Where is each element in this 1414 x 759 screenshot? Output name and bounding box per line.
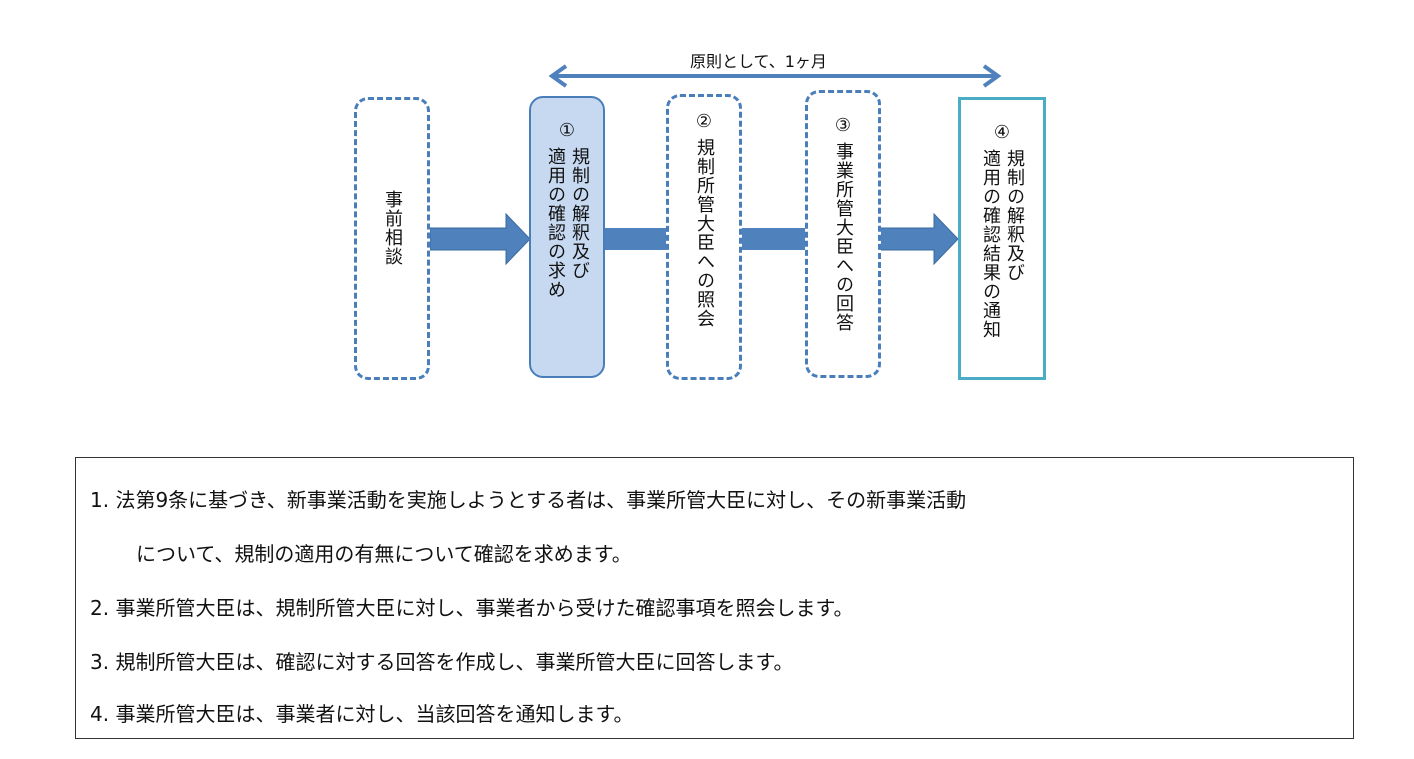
step-label: 規制所管大臣への照会: [694, 138, 715, 328]
step-number: ①: [558, 120, 576, 141]
explanation-item-1-cont: について、規制の適用の有無について確認を求めます。: [136, 542, 632, 566]
step-label-line-2: 適用の確認の求め: [545, 147, 566, 299]
period-label: 原則として、1ヶ月: [690, 52, 827, 71]
explanation-item-1: 1. 法第9条に基づき、新事業活動を実施しようとする者は、事業所管大臣に対し、そ…: [90, 488, 967, 512]
step-label-line-1: 規制の解釈及び: [569, 147, 590, 280]
connector-2-to-3: [742, 228, 806, 250]
connector-1-to-2: [604, 228, 668, 250]
step-number: ④: [993, 122, 1011, 143]
arrow-pre-to-1: [429, 212, 531, 266]
step-2: ② 規制所管大臣への照会: [666, 94, 742, 380]
step-3: ③ 事業所管大臣への回答: [805, 90, 881, 378]
step-number: ②: [695, 111, 713, 132]
step-label: 事前相談: [382, 190, 403, 266]
step-label-line-1: 規制の解釈及び: [1004, 149, 1025, 282]
step-number: ③: [834, 115, 852, 136]
period-double-arrow: [548, 64, 1002, 88]
explanation-item-3: 3. 規制所管大臣は、確認に対する回答を作成し、事業所管大臣に回答します。: [90, 650, 794, 674]
step-pre-consultation: 事前相談: [354, 97, 430, 380]
step-label-line-2: 適用の確認結果の通知: [980, 149, 1001, 339]
step-1: ① 規制の解釈及び 適用の確認の求め: [529, 96, 605, 378]
explanation-item-2: 2. 事業所管大臣は、規制所管大臣に対し、事業者から受けた確認事項を照会します。: [90, 596, 854, 620]
explanation-item-4: 4. 事業所管大臣は、事業者に対し、当該回答を通知します。: [90, 702, 634, 726]
explanation-box: 1. 法第9条に基づき、新事業活動を実施しようとする者は、事業所管大臣に対し、そ…: [75, 457, 1354, 739]
connectors: [429, 64, 1002, 266]
step-4: ④ 規制の解釈及び 適用の確認結果の通知: [958, 97, 1046, 380]
step-label: 事業所管大臣への回答: [833, 142, 854, 332]
arrow-3-to-4: [879, 212, 959, 266]
